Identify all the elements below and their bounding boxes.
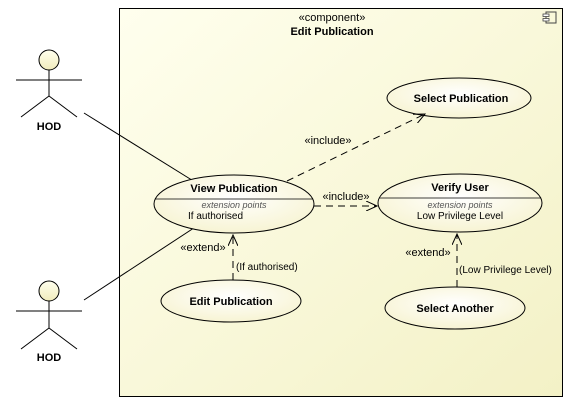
extend-label: «extend» (180, 242, 225, 254)
usecase-view-publication[interactable]: View Publication extension points If aut… (153, 174, 315, 234)
actor-leg (48, 327, 78, 350)
actor-label: HOD (37, 352, 62, 364)
actor-leg (20, 95, 50, 118)
usecase-label: Verify User (431, 182, 489, 194)
usecase-verify-user[interactable]: Verify User extension points Low Privile… (377, 173, 543, 233)
actor-leg (20, 327, 50, 350)
include-select-publication[interactable]: «include» (286, 114, 425, 182)
extend-condition: (Low Privilege Level) (459, 265, 552, 276)
usecase-select-publication[interactable]: Select Publication (386, 77, 532, 119)
actor-hod-bottom[interactable] (16, 280, 82, 350)
actor-label: HOD (37, 121, 62, 133)
extension-point: Low Privilege Level (417, 211, 503, 222)
usecase-label: Select Another (416, 303, 494, 315)
actor-head (38, 280, 60, 302)
actor-leg (48, 95, 78, 118)
usecase-label: Edit Publication (189, 296, 272, 308)
association-line[interactable] (83, 112, 196, 183)
extend-select-another[interactable]: «extend» (Low Privilege Level) (405, 234, 552, 287)
actor-head (38, 49, 60, 71)
include-label: «include» (322, 191, 369, 203)
component-icon (542, 11, 557, 24)
extension-points-label: extension points (427, 200, 493, 210)
include-label: «include» (304, 135, 351, 147)
extension-point: If authorised (188, 211, 243, 222)
association-line[interactable] (83, 221, 204, 301)
extension-points-label: extension points (201, 200, 267, 210)
component-title: Edit Publication (290, 26, 373, 38)
component-stereotype: «component» (299, 12, 366, 24)
usecase-label: Select Publication (414, 93, 509, 105)
usecase-edit-publication[interactable]: Edit Publication (160, 279, 302, 323)
usecase-label: View Publication (190, 183, 277, 195)
usecase-select-another[interactable]: Select Another (384, 286, 526, 330)
include-verify-user[interactable]: «include» (314, 191, 377, 206)
extend-edit-publication[interactable]: «extend» (If authorised) (180, 235, 298, 280)
extend-condition: (If authorised) (236, 262, 298, 273)
actor-hod-top[interactable] (16, 49, 82, 118)
extend-label: «extend» (405, 247, 450, 259)
